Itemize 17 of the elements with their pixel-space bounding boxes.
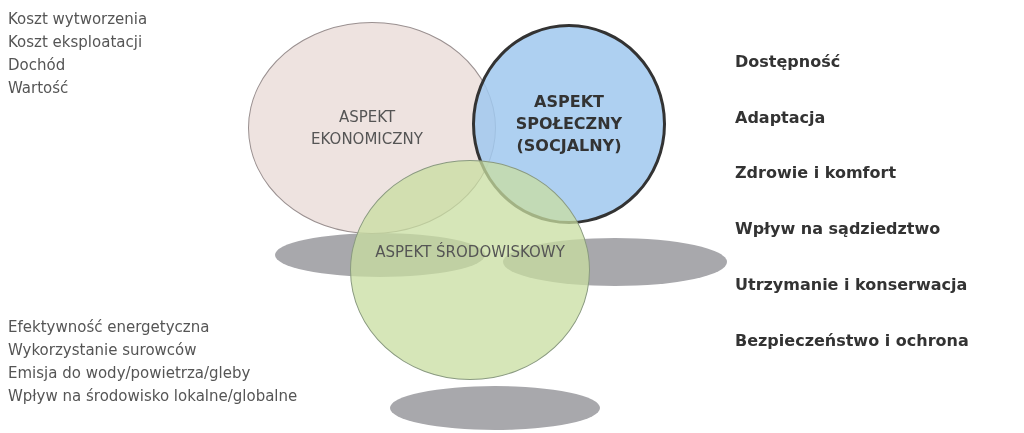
social-criterion: Bezpieczeństwo i ochrona [735, 330, 969, 350]
economic-criterion: Koszt wytworzenia [8, 10, 148, 28]
environmental-criterion: Wykorzystanie surowców [8, 341, 197, 359]
economic-criterion: Wartość [8, 79, 69, 97]
social-criterion: Adaptacja [735, 107, 826, 127]
environmental-criterion: Emisja do wody/powietrza/gleby [8, 364, 251, 382]
social-criterion: Zdrowie i komfort [735, 163, 897, 183]
social-criterion: Utrzymanie i konserwacja [735, 274, 968, 294]
social-criterion: Wpływ na sądziedztwo [735, 219, 941, 239]
economic-criterion: Dochód [8, 56, 66, 74]
environmental-criterion: Wpływ na środowisko lokalne/globalne [8, 387, 298, 405]
environmental-criterion: Efektywność energetyczna [8, 318, 210, 336]
social-criterion: Dostępność [735, 52, 841, 71]
circle-label: ASPEKT SPOŁECZNY (SOCJALNY) [514, 91, 624, 157]
circle-label: ASPEKT EKONOMICZNY [310, 107, 424, 150]
circle-label: ASPEKT ŚRODOWISKOWY [375, 241, 565, 263]
economic-criterion: Koszt eksploatacji [8, 33, 143, 51]
